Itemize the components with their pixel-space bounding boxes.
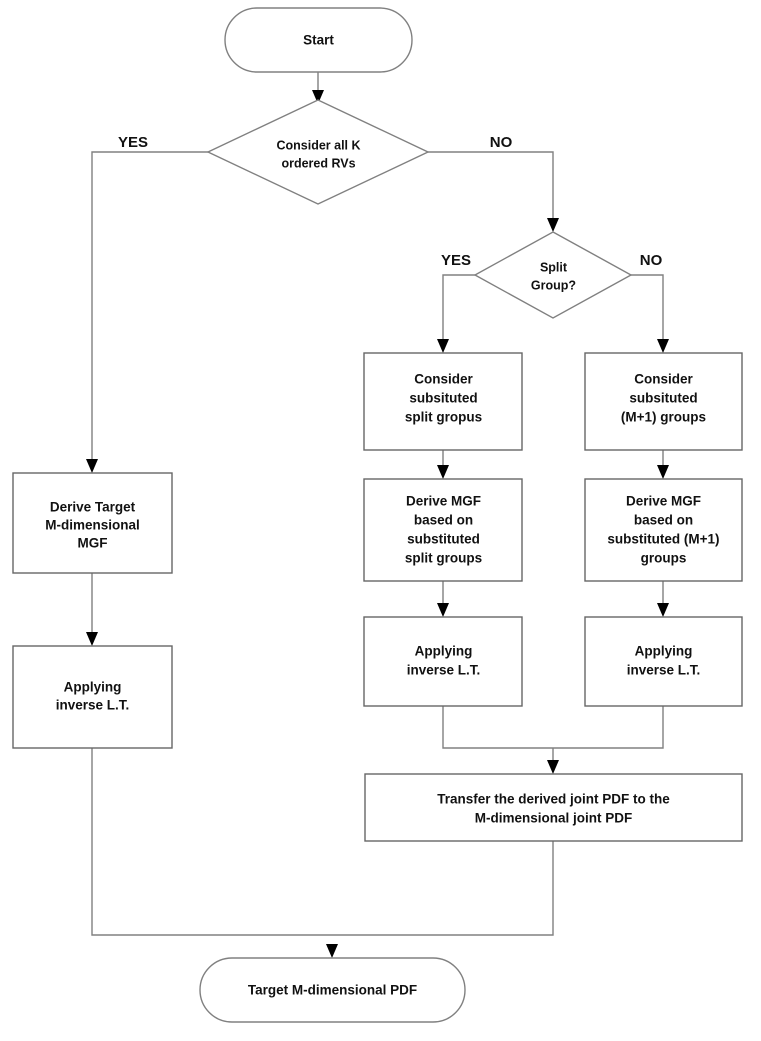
node-end-label: Target M-dimensional PDF xyxy=(248,983,417,998)
node-derive-split-line2: based on xyxy=(414,513,473,528)
node-consider-m1-line3: (M+1) groups xyxy=(621,410,706,425)
connector-start-to-decision1 xyxy=(312,72,324,104)
node-decision-split-group[interactable]: Split Group? xyxy=(473,231,633,319)
node-transfer-line1: Transfer the derived joint PDF to the xyxy=(437,792,670,807)
node-derive-target-line3: MGF xyxy=(78,536,108,551)
node-apply-right-line2: inverse L.T. xyxy=(627,663,701,678)
node-apply-left-line1: Applying xyxy=(64,680,122,695)
connector-decision1-no xyxy=(428,151,559,232)
connector-transfer-to-end xyxy=(326,841,554,958)
connector-apply-left-to-end xyxy=(91,748,332,936)
node-transfer-joint-pdf[interactable]: Transfer the derived joint PDF to the M-… xyxy=(364,773,743,842)
connector-consider-m1-to-derive-m1 xyxy=(657,450,669,479)
node-apply-inverse-lt-right[interactable]: Applying inverse L.T. xyxy=(584,616,743,707)
node-derive-m1-line2: based on xyxy=(634,513,693,528)
edge-label-decision1-yes: YES xyxy=(118,134,148,151)
node-apply-inverse-lt-middle[interactable]: Applying inverse L.T. xyxy=(363,616,523,707)
connector-consider-split-to-derive-split xyxy=(437,450,449,479)
connector-derive-m1-to-apply-right xyxy=(657,581,669,617)
connector-decision2-no xyxy=(631,274,669,353)
node-start-label: Start xyxy=(303,33,334,48)
edge-label-decision2-no: NO xyxy=(640,252,663,269)
node-derive-mgf-m1-groups[interactable]: Derive MGF based on substituted (M+1) gr… xyxy=(584,478,743,582)
node-derive-split-line4: split groups xyxy=(405,551,482,566)
node-apply-mid-line1: Applying xyxy=(415,644,473,659)
connector-decision2-yes xyxy=(437,274,475,353)
node-derive-split-line3: substituted xyxy=(407,532,480,547)
node-apply-left-line2: inverse L.T. xyxy=(56,698,130,713)
node-consider-split-line2: subsituted xyxy=(409,391,477,406)
node-derive-target-mgf[interactable]: Derive Target M-dimensional MGF xyxy=(12,472,173,574)
node-consider-substituted-m1-groups[interactable]: Consider subsituted (M+1) groups xyxy=(584,352,743,451)
node-decision1-label-line1: Consider all K xyxy=(276,138,360,152)
node-derive-m1-line4: groups xyxy=(641,551,687,566)
node-derive-split-line1: Derive MGF xyxy=(406,494,481,509)
node-consider-split-line3: split gropus xyxy=(405,410,482,425)
node-decision2-label-line2: Group? xyxy=(531,278,576,292)
node-derive-m1-line3: substituted (M+1) xyxy=(607,532,719,547)
connector-derive-target-to-apply-left xyxy=(86,573,98,646)
node-end-target-pdf[interactable]: Target M-dimensional PDF xyxy=(199,957,466,1023)
node-consider-split-line1: Consider xyxy=(414,372,473,387)
node-start[interactable]: Start xyxy=(224,7,413,73)
connector-derive-split-to-apply-mid xyxy=(437,581,449,617)
node-consider-m1-line1: Consider xyxy=(634,372,693,387)
node-derive-mgf-split-groups[interactable]: Derive MGF based on substituted split gr… xyxy=(363,478,523,582)
edge-label-decision2-yes: YES xyxy=(441,252,471,269)
node-decision-consider-all-k[interactable]: Consider all K ordered RVs xyxy=(206,99,430,205)
node-derive-target-line2: M-dimensional xyxy=(45,518,140,533)
node-derive-target-line1: Derive Target xyxy=(50,500,136,515)
node-transfer-line2: M-dimensional joint PDF xyxy=(475,811,633,826)
connector-decision1-yes xyxy=(86,151,208,473)
node-apply-inverse-lt-left[interactable]: Applying inverse L.T. xyxy=(12,645,173,749)
node-derive-m1-line1: Derive MGF xyxy=(626,494,701,509)
node-consider-m1-line2: subsituted xyxy=(629,391,697,406)
node-consider-substituted-split-groups[interactable]: Consider subsituted split gropus xyxy=(363,352,523,451)
node-decision1-label-line2: ordered RVs xyxy=(281,156,355,170)
edge-label-decision1-no: NO xyxy=(490,134,513,151)
node-apply-mid-line2: inverse L.T. xyxy=(407,663,481,678)
node-apply-right-line1: Applying xyxy=(635,644,693,659)
node-decision2-label-line1: Split xyxy=(540,260,568,274)
connector-merge-to-transfer xyxy=(442,706,664,774)
